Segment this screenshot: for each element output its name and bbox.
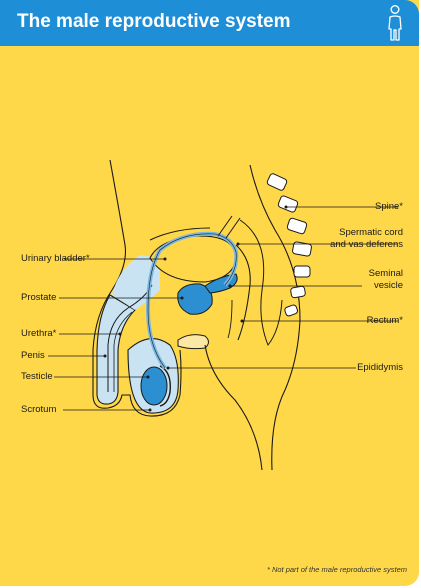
buttock-outline (204, 344, 263, 471)
body-outline-front (92, 159, 182, 417)
rectum (235, 244, 251, 341)
footnote: * Not part of the male reproductive syst… (266, 565, 407, 574)
label-testicle: Testicle (21, 371, 53, 382)
label-seminal-vesicle-2: vesicle (373, 280, 403, 291)
page-title: The male reproductive system (17, 11, 291, 32)
label-urinary-bladder: Urinary bladder* (21, 253, 90, 264)
label-epididymis: Epididymis (357, 362, 403, 373)
rectum-inner (227, 299, 233, 339)
body-outline-back (249, 164, 301, 471)
label-prostate: Prostate (21, 292, 57, 303)
person-icon (388, 5, 402, 41)
label-spine: Spine* (375, 201, 403, 212)
label-penis: Penis (21, 350, 45, 361)
vas-deferens-outline (147, 233, 237, 369)
pelvis (239, 219, 283, 346)
label-spermatic-cord-2: and vas deferens (330, 239, 403, 250)
leader-dots (103, 205, 288, 412)
label-seminal-vesicle-1: Seminal (368, 268, 403, 279)
prostate (177, 283, 213, 315)
pubic-bone (177, 334, 209, 350)
header-bar: The male reproductive system (0, 0, 419, 46)
label-spermatic-cord-1: Spermatic cord (339, 227, 403, 238)
urethra (107, 284, 153, 392)
label-rectum: Rectum* (366, 315, 403, 326)
testicle (140, 366, 168, 406)
epididymis (159, 365, 171, 407)
label-urethra: Urethra* (21, 328, 57, 339)
urethra-inner (113, 311, 133, 392)
leader-lines (48, 206, 398, 411)
spermatic-cord (217, 215, 241, 239)
pelvis-front (149, 227, 211, 241)
label-scrotum: Scrotum (21, 404, 57, 415)
spine (266, 173, 312, 317)
